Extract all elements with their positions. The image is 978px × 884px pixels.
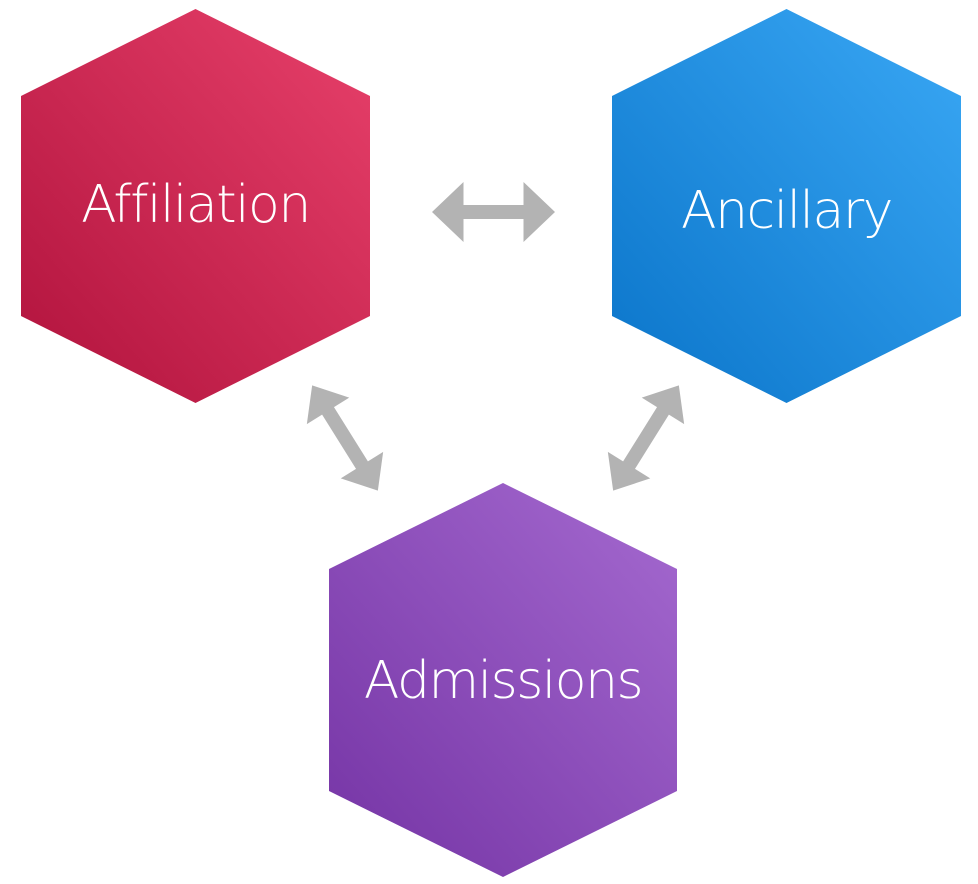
- node-admissions: Admissions: [329, 483, 677, 877]
- double-arrow-icon: [306, 385, 384, 491]
- admissions-label: Admissions: [364, 651, 642, 711]
- admissions-hexagon: [329, 483, 677, 877]
- arrow-affiliation-ancillary: [432, 182, 555, 242]
- arrow-affiliation-admissions: [306, 385, 384, 491]
- affiliation-hexagon: [21, 9, 370, 403]
- ancillary-label: Ancillary: [681, 181, 892, 241]
- ancillary-hexagon: [612, 9, 961, 403]
- node-affiliation: Affiliation: [21, 9, 370, 403]
- node-ancillary: Ancillary: [612, 9, 961, 403]
- double-arrow-icon: [432, 182, 555, 242]
- arrow-ancillary-admissions: [607, 385, 685, 491]
- affiliation-label: Affiliation: [81, 175, 310, 235]
- double-arrow-icon: [607, 385, 685, 491]
